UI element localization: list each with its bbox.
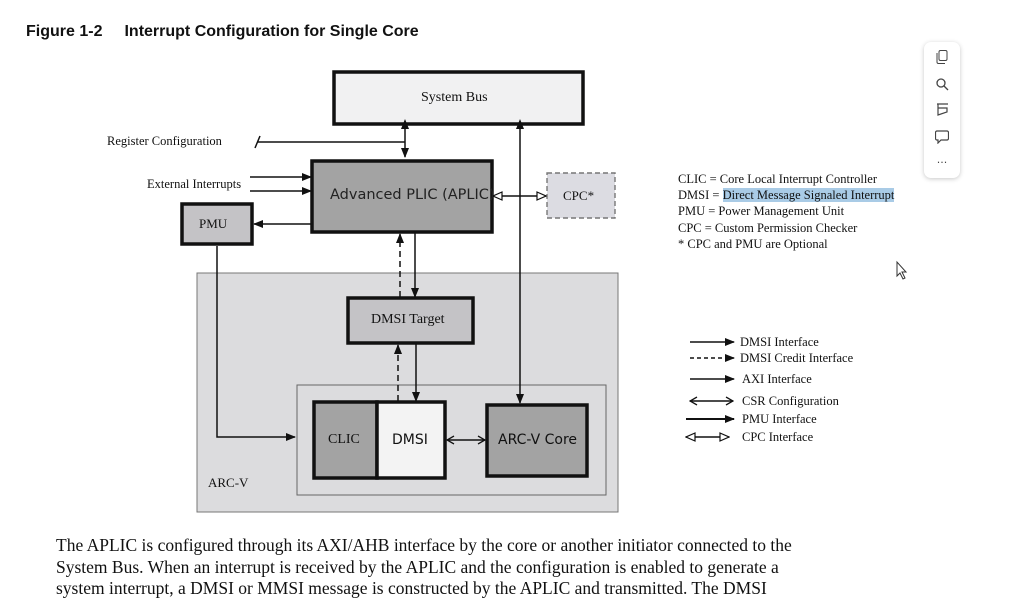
system-bus-box — [332, 70, 585, 126]
legend-dmsi-credit-interface: DMSI Credit Interface — [740, 351, 854, 365]
pmu-to-core-arrow — [216, 246, 296, 441]
legend-pmu-interface: PMU Interface — [742, 412, 817, 426]
mouse-cursor-icon — [896, 260, 908, 280]
definition-clic: CLIC = Core Local Interrupt Controller — [678, 172, 878, 186]
figure-title: Figure 1-2 Interrupt Configuration for Si… — [26, 23, 419, 41]
definition-dmsi: DMSI = Direct Message Signaled Interrupt — [678, 187, 895, 203]
definition-pmu: PMU = Power Management Unit — [678, 204, 845, 219]
dmsi-label: DMSI — [392, 432, 428, 448]
aplic-box — [310, 159, 494, 234]
definition-optional: * CPC and PMU are Optional — [678, 236, 828, 251]
definition-dmsi-prefix: DMSI = — [678, 188, 723, 203]
legend-dmsi-interface: DMSI Interface — [740, 335, 819, 349]
body-paragraph: The APLIC is configured through its AXI/… — [56, 535, 792, 600]
paragraph-line: System Bus. When an interrupt is receive… — [56, 556, 779, 577]
selected-text[interactable]: Direct Message Signaled Interrupt — [722, 188, 895, 203]
abbreviation-definitions: CLIC = Core Local Interrupt Controller D… — [678, 171, 895, 252]
more-icon[interactable]: ··· — [936, 155, 948, 169]
legend-cpc-interface: CPC Interface — [742, 430, 814, 444]
dmsi-target-box — [346, 296, 475, 345]
clic-label: CLIC — [328, 432, 360, 447]
highlighter-icon[interactable] — [932, 100, 952, 120]
arcv-core-label: ARC-V Core — [498, 432, 578, 448]
legend-axi-interface: AXI Interface — [742, 372, 812, 386]
search-icon[interactable] — [932, 74, 952, 94]
register-config-label: Register Configuration — [107, 134, 222, 148]
cpc-label: CPC* — [563, 188, 595, 203]
system-bus-label: System Bus — [421, 90, 488, 105]
cpc-box — [546, 172, 616, 219]
paragraph-line: system interrupt, a DMSI or MMSI message… — [56, 578, 767, 598]
connectors — [216, 119, 546, 441]
definition-cpc: CPC = Custom Permission Checker — [678, 220, 858, 235]
pmu-box — [180, 202, 254, 246]
floating-toolbar: ··· — [924, 42, 960, 178]
external-interrupts-label: External Interrupts — [147, 177, 242, 191]
dmsi-target-label: DMSI Target — [371, 312, 445, 327]
paragraph-line: The APLIC is configured through its AXI/… — [56, 535, 792, 555]
arcv-label: ARC-V — [208, 475, 249, 490]
legend-csr-configuration: CSR Configuration — [742, 394, 839, 408]
bus-slash — [254, 135, 261, 149]
pmu-label: PMU — [199, 216, 228, 231]
arcv-core-box — [485, 403, 589, 478]
figure-number: Figure 1-2 — [26, 23, 103, 40]
copy-icon[interactable] — [932, 47, 952, 67]
figure-caption: Interrupt Configuration for Single Core — [124, 23, 419, 40]
legend-arrows — [686, 338, 735, 437]
aplic-label: Advanced PLIC (APLIC) — [330, 187, 495, 203]
comment-icon[interactable] — [932, 127, 952, 147]
dmsi-box — [375, 400, 447, 480]
